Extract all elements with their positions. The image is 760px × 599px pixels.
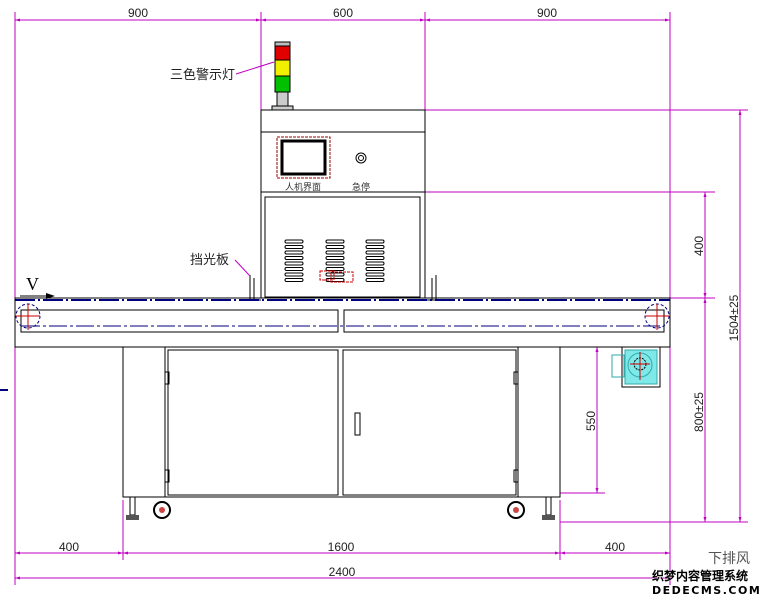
vent-slot — [284, 250, 304, 255]
vent-slot — [325, 245, 345, 249]
vent-slot — [365, 267, 385, 271]
conveyor — [14, 297, 671, 348]
vent-slot — [365, 261, 385, 266]
vent-slot — [284, 267, 304, 271]
dim-bottom-right: 400 — [605, 540, 625, 554]
vent-slot — [284, 239, 304, 244]
vent-slot — [284, 245, 304, 249]
machine-frame — [122, 346, 561, 498]
vent-slot — [365, 256, 385, 260]
dim-leg-height: 550 — [584, 411, 598, 431]
watermark-cn: 织梦内容管理系统 — [652, 568, 748, 583]
vent-slot — [325, 239, 345, 244]
vent-slot — [284, 278, 304, 282]
vent-slot — [284, 261, 304, 266]
watermark-en: DEDECMS.COM — [652, 584, 760, 597]
partial-label: 下排风 — [708, 551, 750, 567]
vent-slot — [365, 250, 385, 255]
bottom-dimensions: 400 1600 400 2400 — [15, 540, 670, 580]
vent-slot — [284, 256, 304, 260]
electrical-cabinet — [260, 191, 426, 299]
estop-label: 急停 — [352, 181, 370, 193]
dim-conveyor-height: 800±25 — [692, 392, 706, 432]
warning-light-label: 三色警示灯 — [170, 67, 235, 83]
top-dimensions: 900 600 900 — [15, 6, 670, 22]
dim-bottom-left: 400 — [59, 540, 79, 554]
vent-slots — [284, 239, 385, 282]
dim-top-left: 900 — [128, 6, 148, 20]
door-handle — [354, 412, 361, 436]
warning-light-tower — [271, 41, 294, 111]
direction-label: V — [26, 274, 39, 294]
vent-slot — [365, 245, 385, 249]
vent-slot — [325, 267, 345, 271]
drive-motor — [611, 346, 661, 388]
dim-cabinet-height: 400 — [692, 236, 706, 256]
vent-slot — [325, 256, 345, 260]
vent-slot — [365, 278, 385, 282]
vent-slot — [325, 250, 345, 255]
vent-slot — [325, 261, 345, 266]
dim-total-width: 2400 — [329, 565, 356, 579]
vent-slot — [284, 272, 304, 277]
light-shield-label: 挡光板 — [190, 253, 229, 268]
control-box: 人机界面 急停 — [260, 109, 426, 193]
vertical-dimensions: 400 800±25 1504±25 550 — [584, 110, 742, 522]
vent-slot — [365, 239, 385, 244]
casters-and-feet — [126, 496, 555, 520]
dim-bottom-mid: 1600 — [328, 540, 355, 554]
leader-line — [235, 61, 275, 75]
dim-top-right: 900 — [537, 6, 557, 20]
vent-slot — [365, 272, 385, 277]
dim-total-height: 1504±25 — [727, 294, 741, 341]
leader-line — [234, 259, 251, 277]
dim-top-mid: 600 — [333, 6, 353, 20]
hmi-label: 人机界面 — [285, 181, 321, 193]
vent-slot — [325, 272, 345, 277]
